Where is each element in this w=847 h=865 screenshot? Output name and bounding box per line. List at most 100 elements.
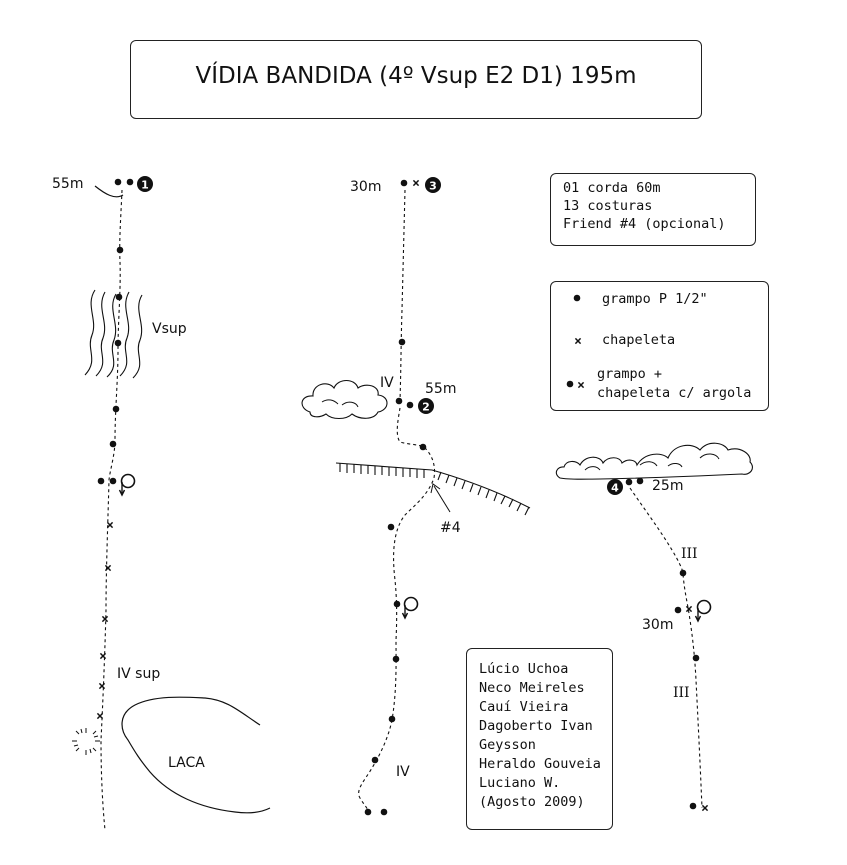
equipment-box: 01 corda 60m 13 costuras Friend #4 (opci… — [550, 173, 756, 246]
hanger-marker — [99, 652, 107, 660]
legend-chapeleta-label: chapeleta — [602, 332, 676, 348]
credit-name: Luciano W. — [479, 775, 561, 791]
belay-bolt — [114, 178, 122, 186]
pitch-2-grade: IV — [396, 764, 410, 780]
laca-flake-outline — [121, 696, 271, 814]
legend-combo-label-1: grampo + — [597, 366, 663, 382]
equipment-item: 13 costuras — [563, 198, 653, 214]
legend-bolt-icon — [573, 294, 581, 302]
bolt-marker — [116, 246, 124, 254]
belay-bolt — [674, 606, 682, 614]
belay-bolt — [636, 477, 644, 485]
rappel-ring-icon — [401, 596, 419, 619]
bolt-marker — [112, 405, 120, 413]
equipment-item: Friend #4 (opcional) — [563, 216, 726, 232]
belay-number-1-icon: 1 — [137, 176, 153, 192]
pitch-4-lower-grade: III — [673, 685, 690, 701]
bolt-marker — [398, 338, 406, 346]
legend-hanger-icon — [574, 337, 582, 345]
pitch-4-grade: III — [681, 546, 698, 562]
pitch-3-length: 30m — [350, 179, 381, 195]
hanger-marker — [101, 615, 109, 623]
legend-combo-hanger-icon — [577, 381, 585, 389]
cloud-icon — [555, 442, 753, 480]
legend-icons — [566, 294, 585, 389]
belay-number-2-icon: 2 — [418, 398, 434, 414]
hanger-marker — [96, 712, 104, 720]
hanger-marker — [701, 804, 709, 812]
friend-4-label: #4 — [440, 520, 461, 536]
roof-overhang-feature — [335, 462, 531, 516]
route-line-pitch-2 — [358, 407, 436, 813]
pitch-4: 4 25m III 30m III — [555, 442, 753, 812]
bolt-marker — [97, 477, 105, 485]
route-title: VÍDIA BANDIDA (4º Vsup E2 D1) 195m — [195, 63, 637, 89]
credit-date: (Agosto 2009) — [479, 794, 585, 810]
route-line-pitch-4 — [629, 487, 703, 809]
svg-text:2: 2 — [422, 401, 430, 414]
rappel-ring-icon — [694, 599, 712, 622]
hanger-marker — [106, 521, 114, 529]
belay-bolt — [689, 802, 697, 810]
bolt-marker — [115, 293, 123, 301]
equipment-item: 01 corda 60m — [563, 180, 661, 196]
bolt-marker — [109, 440, 117, 448]
pitch-2-length: 55m — [425, 381, 456, 397]
cloud-icon — [301, 379, 388, 420]
credits-box: Lúcio Uchoa Neco Meireles Cauí Vieira Da… — [466, 648, 613, 830]
rappel-ring-icon — [118, 473, 136, 496]
svg-text:4: 4 — [611, 482, 619, 495]
credit-name: Cauí Vieira — [479, 699, 569, 715]
belay-number-4-icon: 4 — [607, 479, 623, 495]
credit-name: Heraldo Gouveia — [479, 756, 601, 772]
legend-box: grampo P 1/2" chapeleta grampo + chapele… — [550, 281, 769, 411]
bolt-marker — [393, 600, 401, 608]
belay-bolt — [406, 401, 414, 409]
pitch-4-intermediate-length: 30m — [642, 617, 673, 633]
credit-name: Dagoberto Ivan — [479, 718, 593, 734]
belay-number-3-icon: 3 — [425, 177, 441, 193]
title-box: VÍDIA BANDIDA (4º Vsup E2 D1) 195m — [130, 40, 702, 119]
cloud-detail — [321, 399, 359, 408]
pitch-2-3: 30m 3 IV 55m 2 — [301, 177, 531, 816]
legend-grampo-label: grampo P 1/2" — [602, 291, 708, 307]
pitch-1: 55m 1 Vsup IV sup — [52, 176, 271, 831]
credit-name: Lúcio Uchoa — [479, 661, 569, 677]
belay-ledge-line — [94, 185, 124, 198]
laca-label: LACA — [168, 755, 205, 771]
belay-bolt — [395, 397, 403, 405]
belay-bolt — [625, 478, 633, 486]
legend-combo-label-2: chapeleta c/ argola — [597, 385, 752, 401]
bolt-marker — [364, 808, 372, 816]
belay-bolt — [400, 179, 408, 187]
route-line-pitch-1 — [100, 189, 123, 831]
svg-text:1: 1 — [141, 179, 149, 192]
pitch-1-lower-grade: IV sup — [117, 666, 160, 682]
bolt-marker — [371, 756, 379, 764]
bolt-marker — [692, 654, 700, 662]
bolt-marker — [114, 339, 122, 347]
legend-combo-bolt-icon — [566, 380, 574, 388]
sun-icon — [72, 728, 100, 755]
cloud-detail — [584, 453, 720, 471]
bolt-marker — [392, 655, 400, 663]
bolt-marker — [679, 569, 687, 577]
friend-4-arrow-icon — [430, 483, 451, 513]
bolt-marker — [419, 443, 427, 451]
credit-name: Neco Meireles — [479, 680, 585, 696]
hanger-marker — [98, 682, 106, 690]
bolt-marker — [380, 808, 388, 816]
pitch-3-grade: IV — [380, 375, 394, 391]
belay-bolt — [126, 178, 134, 186]
pitch-4-length: 25m — [652, 478, 683, 494]
bolt-marker — [388, 715, 396, 723]
crack-feature — [84, 289, 143, 379]
pitch-1-length: 55m — [52, 176, 83, 192]
route-line-pitch-3 — [399, 189, 406, 401]
bolt-marker — [109, 477, 117, 485]
svg-text:3: 3 — [429, 180, 437, 193]
pitch-1-grade: Vsup — [152, 321, 187, 337]
hanger-marker — [412, 179, 420, 187]
credit-name: Geysson — [479, 737, 536, 753]
